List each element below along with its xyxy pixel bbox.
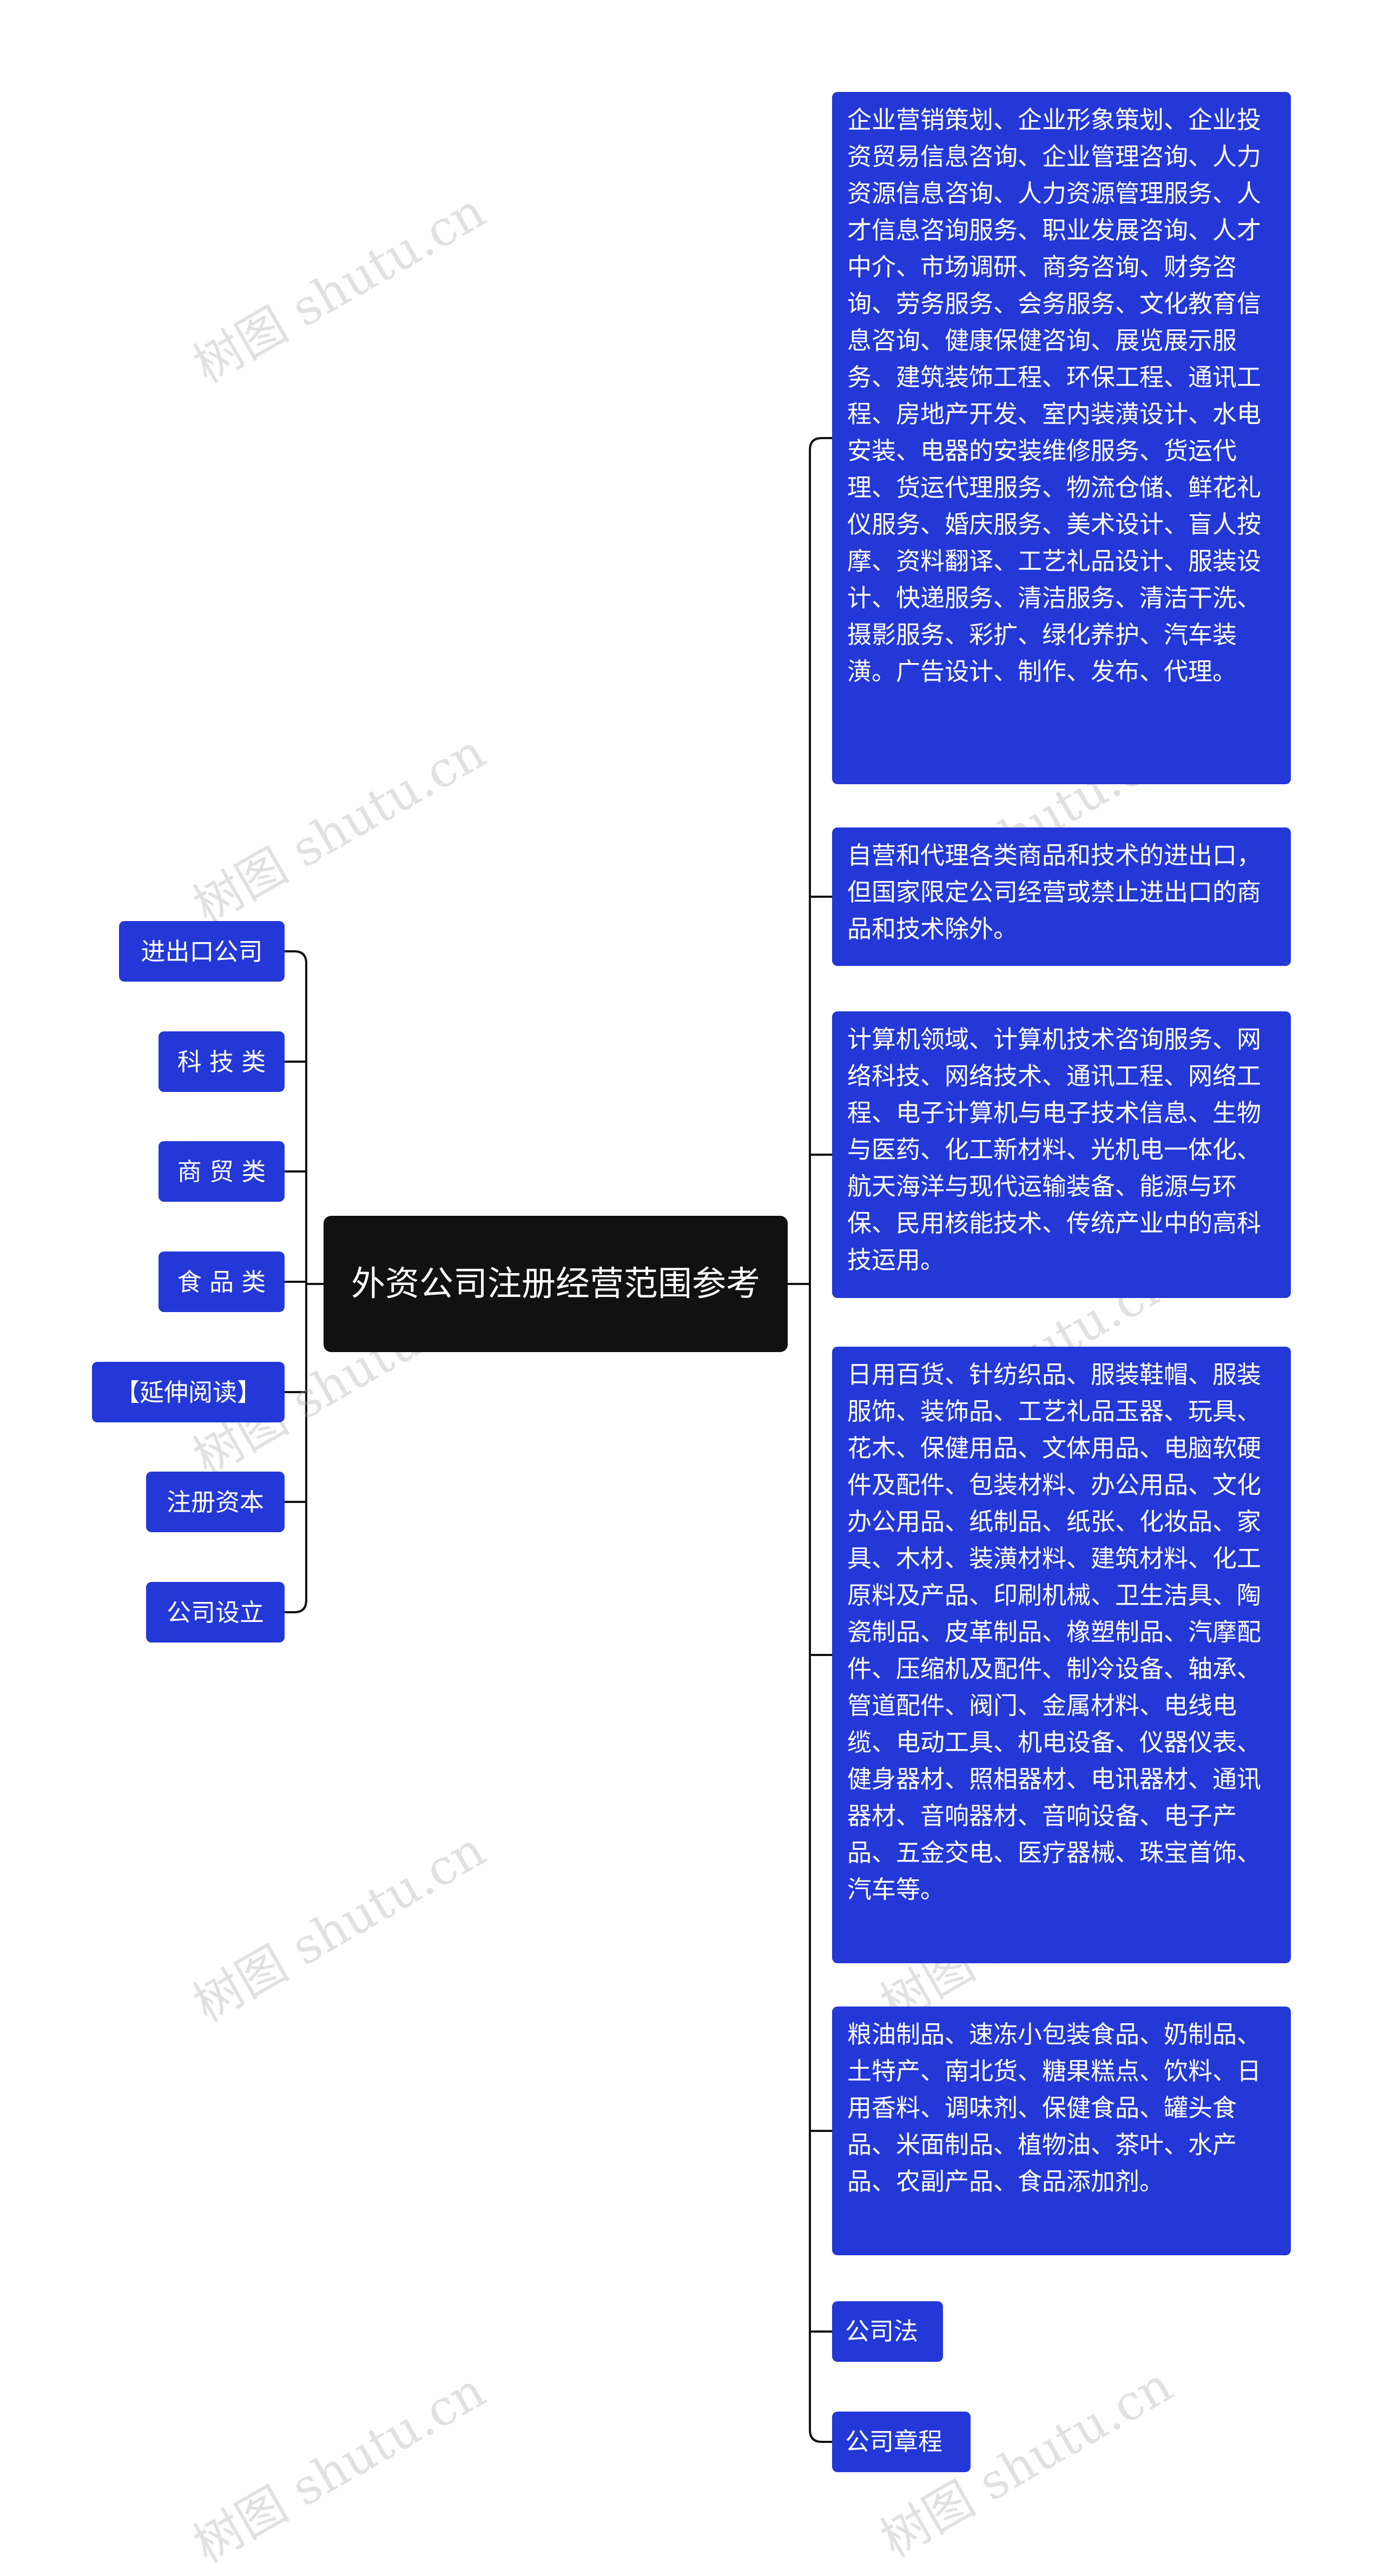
- right-node-text: 自营和代理各类商品和技术的进出口，但国家限定公司经营或禁止进出口的商品和技术除外…: [847, 841, 1262, 943]
- right-node-text: 公司法: [845, 2317, 919, 2346]
- left-node-registered-capital[interactable]: 注册资本: [146, 1472, 285, 1532]
- connector-right-branch: [809, 2429, 832, 2443]
- right-node-text: 公司章程: [845, 2427, 943, 2456]
- right-node-articles-of-association[interactable]: 公司章程: [832, 2412, 971, 2472]
- root-topic-node[interactable]: 外资公司注册经营范围参考: [324, 1216, 788, 1352]
- left-node-label: 公司设立: [166, 1598, 264, 1627]
- connector-left-branch: [285, 950, 307, 964]
- left-node-label: 商 贸 类: [177, 1157, 266, 1186]
- left-node-technology[interactable]: 科 技 类: [159, 1031, 285, 1092]
- connector-left-branch: [285, 1600, 307, 1613]
- right-node-services-scope[interactable]: 企业营销策划、企业形象策划、企业投资贸易信息咨询、企业管理咨询、人力资源信息咨询…: [832, 92, 1291, 784]
- left-node-label: 【延伸阅读】: [115, 1378, 261, 1407]
- right-node-food-scope[interactable]: 粮油制品、速冻小包装食品、奶制品、土特产、南北货、糖果糕点、饮料、日用香料、调味…: [832, 2007, 1291, 2255]
- connector-right-branch: [809, 437, 832, 451]
- right-node-import-export-scope[interactable]: 自营和代理各类商品和技术的进出口，但国家限定公司经营或禁止进出口的商品和技术除外…: [832, 827, 1291, 966]
- left-node-label: 注册资本: [166, 1487, 264, 1517]
- right-node-text: 日用百货、针纺织品、服装鞋帽、服装服饰、装饰品、工艺礼品玉器、玩具、花木、保健用…: [847, 1360, 1262, 1904]
- right-node-text: 计算机领域、计算机技术咨询服务、网络科技、网络技术、通讯工程、网络工程、电子计算…: [847, 1025, 1262, 1274]
- left-node-import-export[interactable]: 进出口公司: [119, 921, 285, 982]
- right-node-text: 企业营销策划、企业形象策划、企业投资贸易信息咨询、企业管理咨询、人力资源信息咨询…: [847, 105, 1262, 686]
- left-node-extended-reading[interactable]: 【延伸阅读】: [92, 1362, 285, 1422]
- right-node-trade-scope[interactable]: 日用百货、针纺织品、服装鞋帽、服装服饰、装饰品、工艺礼品玉器、玩具、花木、保健用…: [832, 1347, 1291, 1963]
- right-node-technology-scope[interactable]: 计算机领域、计算机技术咨询服务、网络科技、网络技术、通讯工程、网络工程、电子计算…: [832, 1011, 1291, 1298]
- right-node-company-law[interactable]: 公司法: [832, 2301, 943, 2362]
- root-topic-label: 外资公司注册经营范围参考: [351, 1264, 760, 1303]
- left-node-label: 科 技 类: [177, 1047, 266, 1076]
- left-node-company-setup[interactable]: 公司设立: [146, 1582, 285, 1643]
- left-node-food[interactable]: 食 品 类: [159, 1251, 285, 1312]
- left-node-label: 食 品 类: [177, 1267, 266, 1296]
- left-node-label: 进出口公司: [141, 937, 263, 966]
- right-node-text: 粮油制品、速冻小包装食品、奶制品、土特产、南北货、糖果糕点、饮料、日用香料、调味…: [847, 2020, 1262, 2196]
- left-node-trade[interactable]: 商 贸 类: [159, 1141, 285, 1202]
